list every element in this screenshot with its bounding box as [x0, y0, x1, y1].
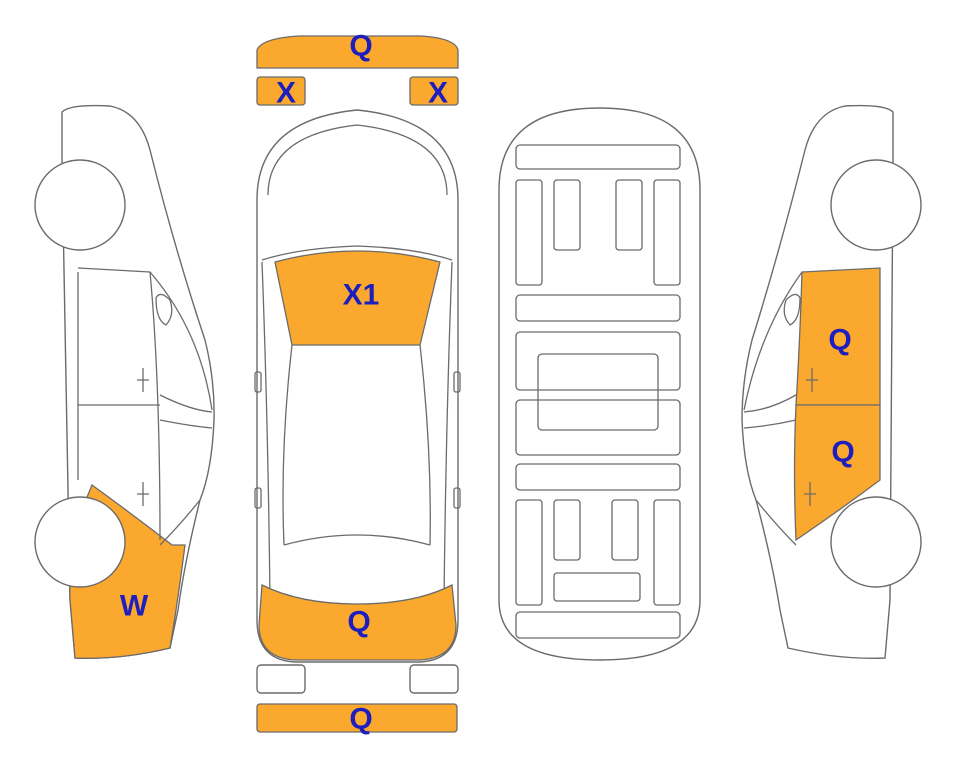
right-rear-door-panel[interactable]	[793, 404, 881, 542]
right-rear-door-label: Q	[831, 436, 854, 469]
headlight-left-label: X	[276, 77, 296, 110]
trunk-label: Q	[347, 606, 370, 639]
left-side-view: W	[34, 104, 215, 659]
headlight-left-panel[interactable]	[256, 76, 306, 106]
taillight-right[interactable]	[409, 664, 459, 694]
left-rear-wheel	[34, 496, 126, 588]
headlight-right-label: X	[428, 77, 448, 110]
left-front-wheel	[34, 159, 126, 251]
right-side-view: Q Q	[741, 104, 922, 659]
right-front-wheel	[830, 159, 922, 251]
top-view: Q X X X1 Q Q	[254, 30, 461, 736]
windshield-label: X1	[343, 279, 380, 312]
top-view-body	[256, 109, 459, 663]
underside-view	[498, 107, 701, 661]
windshield-panel[interactable]	[274, 250, 441, 346]
front-bumper-label: Q	[349, 30, 372, 63]
left-rear-quarter-label: W	[120, 590, 149, 623]
right-front-door-label: Q	[828, 324, 851, 357]
trunk-panel[interactable]	[258, 583, 457, 661]
headlight-right-panel[interactable]	[409, 76, 459, 106]
underside-body	[498, 107, 701, 661]
front-bumper-panel[interactable]	[256, 35, 459, 69]
taillight-left[interactable]	[256, 664, 306, 694]
right-rear-wheel	[830, 496, 922, 588]
rear-bumper-label: Q	[349, 703, 372, 736]
rear-bumper-panel[interactable]	[256, 703, 458, 733]
